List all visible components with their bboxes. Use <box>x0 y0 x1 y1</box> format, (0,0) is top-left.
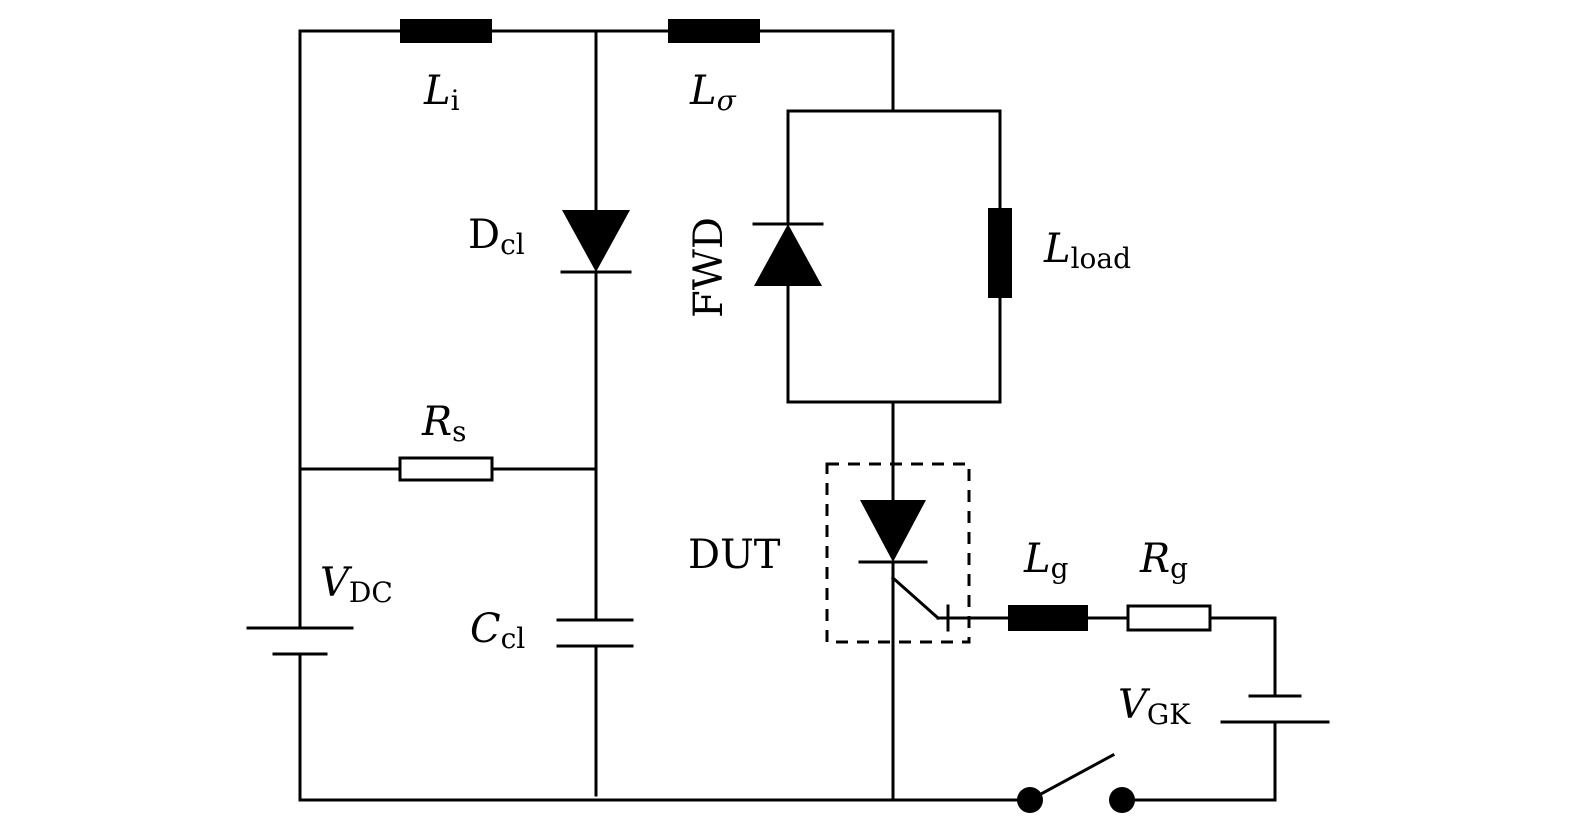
dut-dashed-boundary <box>825 462 971 644</box>
label-rg: Rg <box>1139 536 1188 585</box>
diode-fwd <box>752 222 824 286</box>
resistor-rg <box>1126 604 1212 632</box>
switch <box>1017 752 1135 813</box>
inductor-lsigma <box>668 19 760 43</box>
inductor-li <box>400 19 492 43</box>
inductor-lg <box>1008 605 1088 631</box>
capacitor-ccl <box>556 618 634 648</box>
label-lsigma: Lσ <box>689 68 737 117</box>
label-vgk: VGK <box>1118 682 1191 731</box>
thyristor-dut <box>825 462 971 644</box>
label-lload: Lload <box>1043 226 1131 275</box>
diode-dcl <box>560 210 632 274</box>
label-lg: Lg <box>1023 536 1069 585</box>
label-fwd: FWD <box>686 217 732 318</box>
resistor-rs <box>398 456 494 482</box>
label-rs: Rs <box>421 399 467 448</box>
label-li: Li <box>423 68 460 117</box>
battery-vgk <box>1220 694 1330 724</box>
battery-vdc <box>246 626 354 656</box>
label-ccl: Ccl <box>470 606 525 655</box>
label-dut: DUT <box>688 532 781 578</box>
inductor-lload <box>988 208 1012 298</box>
label-vdc: VDC <box>320 560 393 609</box>
wires <box>298 29 1277 802</box>
label-dcl: Dcl <box>468 212 525 261</box>
